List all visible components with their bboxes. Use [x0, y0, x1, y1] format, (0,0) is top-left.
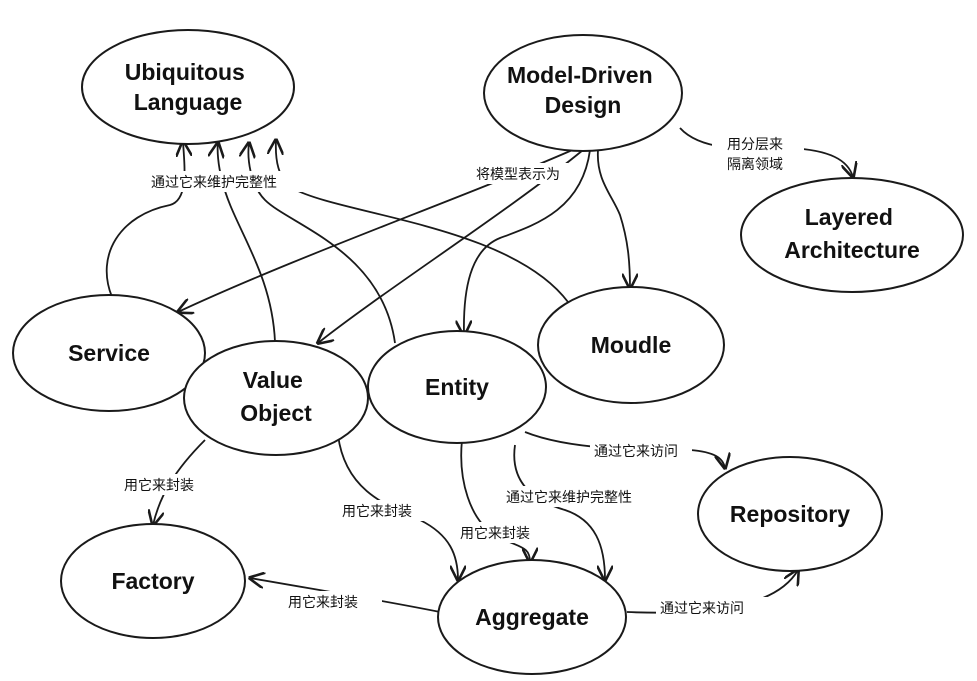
- node-layered-architecture: Layered Architecture: [740, 177, 964, 293]
- svg-text:Value Object: Value Object: [240, 367, 312, 426]
- node-factory: Factory: [60, 523, 246, 639]
- edge-entity-to-ubiquitous-language: [248, 143, 396, 344]
- node-ubiquitous-language: Ubiquitous Language: [81, 29, 295, 145]
- edge-entity-to-aggregate-integrity: [513, 444, 605, 580]
- node-factory-label: Factory: [111, 568, 194, 594]
- edge-label-encapsulate-aggregate-vo: 用它来封装: [342, 503, 412, 520]
- edge-value-object-to-ubiquitous-language: [218, 143, 276, 343]
- node-aggregate-label: Aggregate: [475, 604, 589, 630]
- node-moudle: Moudle: [537, 286, 725, 404]
- edge-label-access-aggregate: 通过它来访问: [660, 600, 744, 617]
- edge-moudle-to-ubiquitous-language: [276, 140, 569, 303]
- node-value-object: Value Object: [183, 340, 369, 456]
- node-repository: Repository: [697, 456, 883, 572]
- node-aggregate: Aggregate: [437, 559, 627, 675]
- edge-model-driven-design-to-entity: [464, 149, 591, 335]
- node-repository-label: Repository: [730, 501, 850, 527]
- node-entity-label: Entity: [425, 374, 489, 400]
- svg-text:Model-Driven Design: Model-Driven Design: [507, 62, 659, 118]
- node-ubiquitous-language-line1: Ubiquitous: [125, 59, 245, 85]
- edge-label-access-entity: 通过它来访问: [594, 443, 678, 460]
- node-service: Service: [12, 294, 206, 412]
- node-model-driven-design: Model-Driven Design: [483, 34, 683, 152]
- nodes: Ubiquitous Language Model-Driven Design …: [12, 29, 964, 675]
- node-service-label: Service: [68, 340, 150, 366]
- edge-label-encapsulate-factory-aggregate: 用它来封装: [288, 594, 358, 611]
- node-model-driven-design-line1: Model-Driven: [507, 62, 653, 88]
- node-value-object-line2: Object: [240, 400, 312, 426]
- edge-labels: 通过它来维护完整性 将模型表示为 用分层来 隔离领域 通过它来访问 通过它来维护…: [120, 133, 804, 618]
- node-value-object-line1: Value: [243, 367, 303, 393]
- node-layered-architecture-line1: Layered: [805, 204, 893, 230]
- edge-label-layering-line1: 用分层来: [727, 137, 783, 153]
- node-model-driven-design-line2: Design: [545, 92, 622, 118]
- svg-text:Ubiquitous Language: Ubiquitous Language: [125, 59, 251, 115]
- edge-label-express-model: 将模型表示为: [476, 167, 560, 183]
- edge-label-encapsulate-factory-vo: 用它来封装: [124, 477, 194, 494]
- node-moudle-label: Moudle: [591, 332, 672, 358]
- node-entity: Entity: [367, 330, 547, 444]
- edge-label-maintain-integrity-aggregate: 通过它来维护完整性: [506, 489, 632, 506]
- node-layered-architecture-line2: Architecture: [784, 237, 919, 263]
- node-ubiquitous-language-line2: Language: [134, 89, 243, 115]
- svg-text:Layered Architecture: Layered Architecture: [784, 204, 919, 263]
- edge-label-encapsulate-aggregate-entity: 用它来封装: [460, 525, 530, 542]
- edge-label-layering-line2: 隔离领域: [727, 156, 783, 173]
- edge-service-to-ubiquitous-language: [105, 142, 185, 298]
- edge-label-maintain-integrity-top: 通过它来维护完整性: [151, 174, 277, 191]
- edge-model-driven-design-to-moudle: [597, 149, 630, 288]
